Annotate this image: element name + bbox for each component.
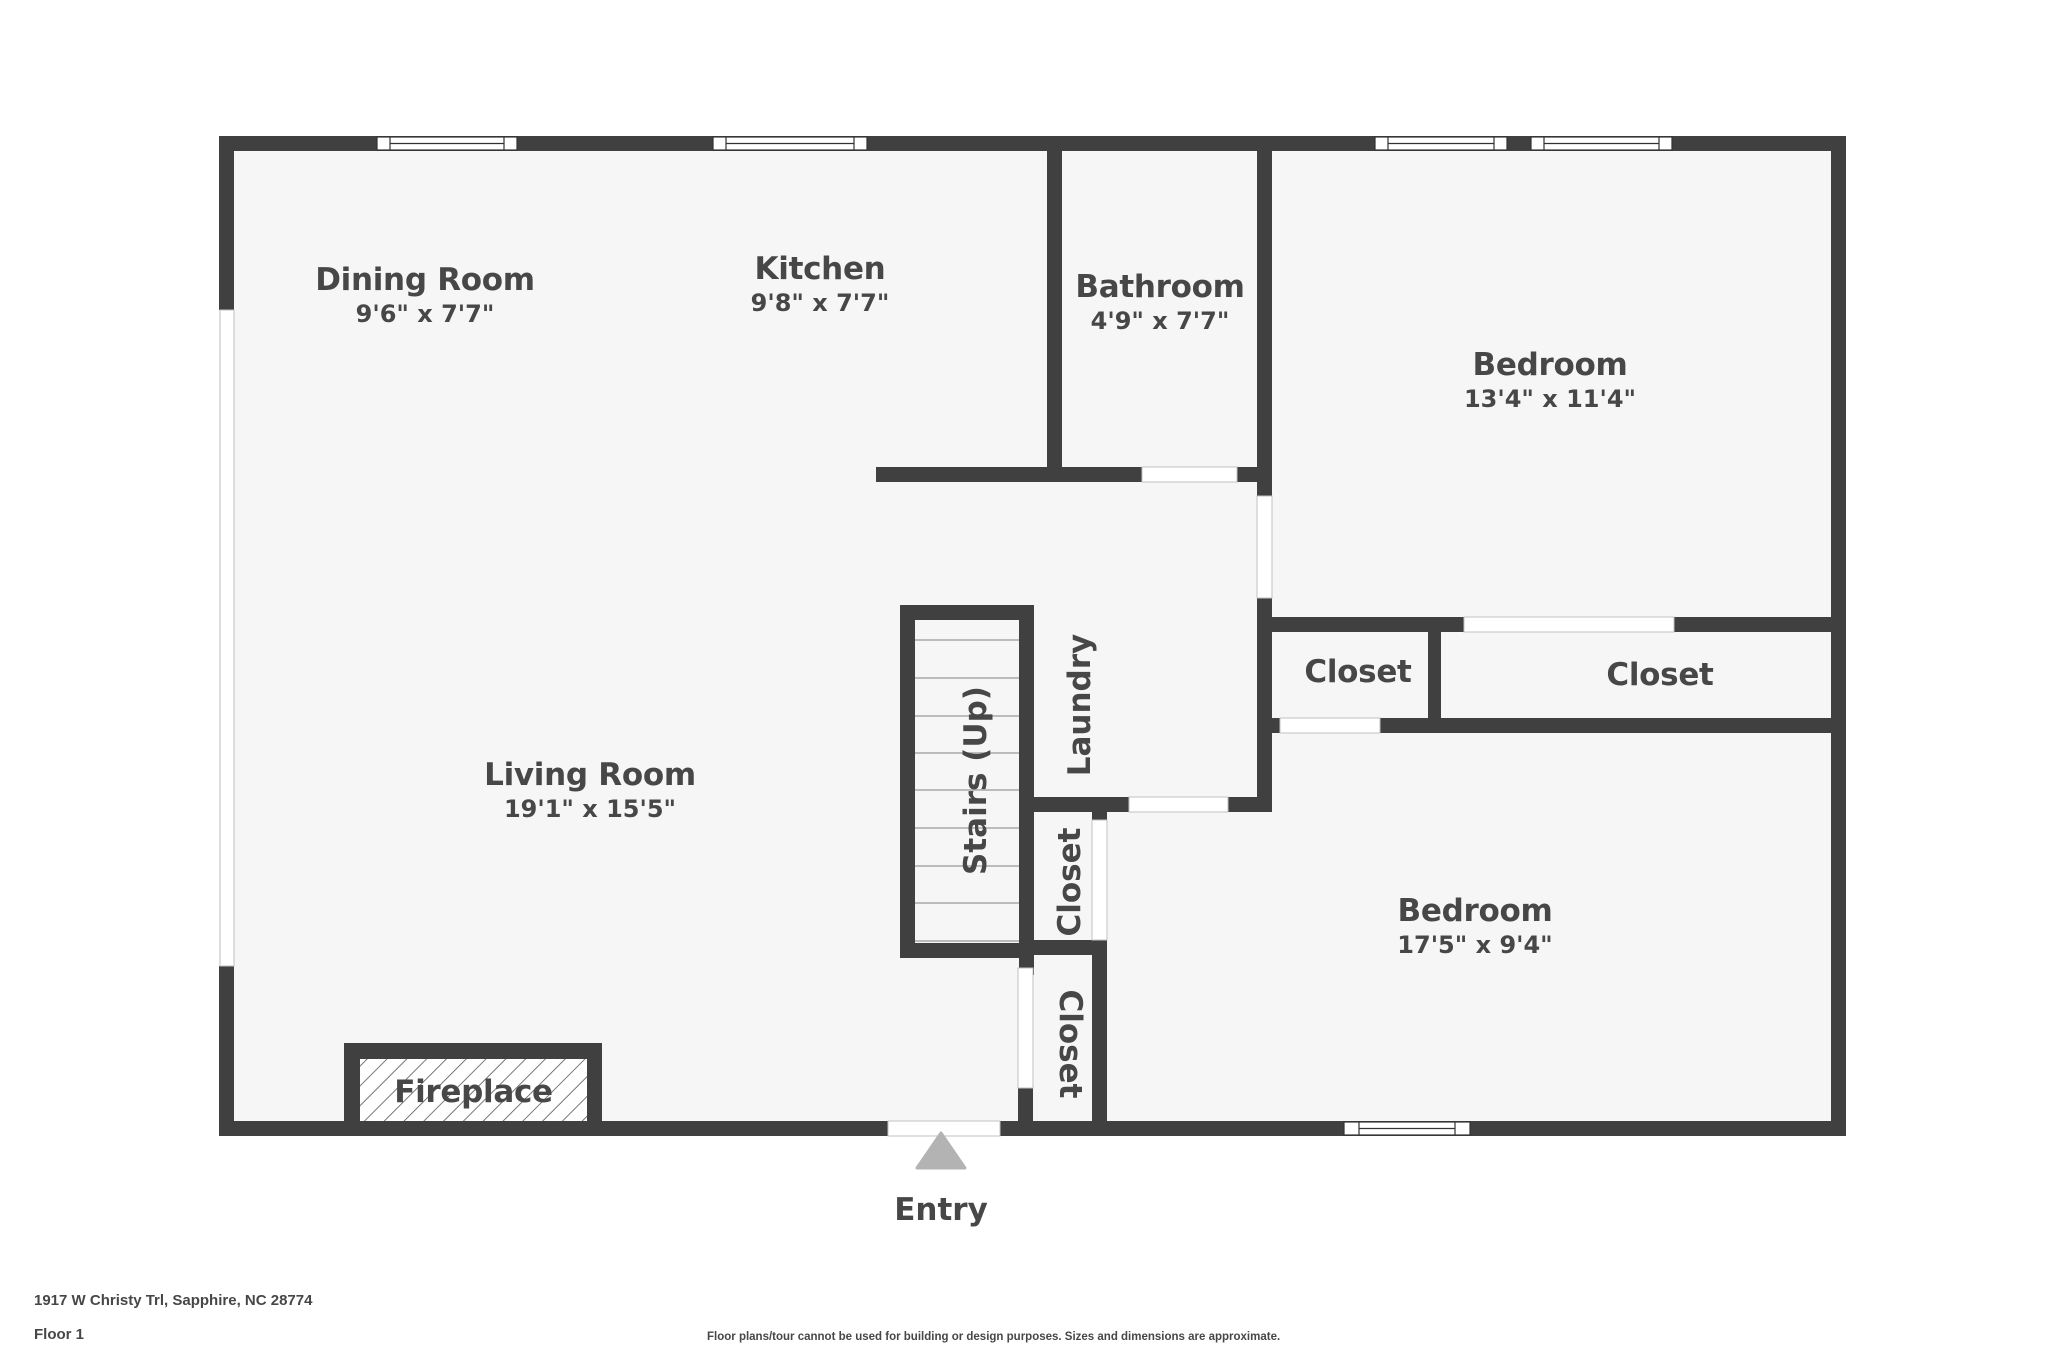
room-label-kitchen: Kitchen 9'8" x 7'7" — [720, 251, 920, 317]
property-address: 1917 W Christy Trl, Sapphire, NC 28774 — [34, 1292, 313, 1309]
wall-bathroom-bedroom — [1257, 151, 1272, 496]
wall-closet-right-upper — [1092, 940, 1107, 1121]
floor-label: Floor 1 — [34, 1326, 85, 1343]
wall-between-closets — [1033, 940, 1107, 955]
room-label-bedroom1: Bedroom 13'4" x 11'4" — [1430, 347, 1670, 413]
room-label-laundry: Laundry — [1062, 633, 1098, 777]
wall-bedroom1-closets-left — [1272, 617, 1464, 632]
wall-laundry-right-lower — [1257, 598, 1272, 812]
door-closet-lower — [1017, 967, 1034, 1089]
room-label-closet-a: Closet — [1304, 654, 1412, 690]
room-name: Living Room — [484, 757, 696, 793]
disclaimer: Floor plans/tour cannot be used for buil… — [707, 1331, 1281, 1343]
room-label-closet-b: Closet — [1606, 657, 1714, 693]
room-name: Bedroom — [1472, 347, 1628, 383]
wall-closet-divider — [1428, 632, 1441, 733]
room-name: Bedroom — [1397, 893, 1553, 929]
stairs-wall-top — [900, 605, 1034, 620]
room-label-closet-c: Closet — [1052, 827, 1088, 937]
stairs-wall-right — [1019, 605, 1034, 975]
room-label-bathroom: Bathroom 4'9" x 7'7" — [1067, 269, 1253, 335]
stairs-treads — [900, 620, 1020, 958]
door-bathroom — [1141, 466, 1238, 483]
window-bedroom1-right — [1530, 136, 1673, 151]
door-bedroom1 — [1256, 495, 1273, 599]
entry-label: Entry — [894, 1192, 988, 1228]
exterior-wall-left-lower — [219, 966, 234, 1136]
windows — [376, 136, 1673, 1136]
window-bedroom2 — [1343, 1121, 1471, 1136]
room-label-dining: Dining Room 9'6" x 7'7" — [305, 262, 545, 328]
room-dimensions: 9'8" x 7'7" — [750, 289, 890, 317]
wall-kitchen-bathroom — [1047, 151, 1062, 482]
window-dining — [376, 136, 518, 151]
exterior-wall-left-upper — [219, 136, 234, 310]
door-entry — [887, 1120, 1001, 1137]
door-closet-left — [1279, 717, 1381, 734]
fireplace-hatch — [360, 1059, 587, 1121]
wall-under-kitchen — [876, 467, 1142, 482]
wall-under-bathroom-right — [1237, 467, 1272, 482]
room-dimensions: 19'1" x 15'5" — [503, 795, 677, 823]
wall-closet-left-lower — [1018, 1088, 1033, 1121]
window-kitchen — [712, 136, 868, 151]
room-dimensions: 17'5" x 9'4" — [1397, 931, 1553, 959]
room-label-fireplace: Fireplace — [394, 1074, 553, 1110]
room-dimensions: 4'9" x 7'7" — [1090, 307, 1230, 335]
room-dimensions: 13'4" x 11'4" — [1463, 385, 1637, 413]
room-label-bedroom2: Bedroom 17'5" x 9'4" — [1375, 893, 1575, 959]
door-openings — [219, 309, 1675, 1137]
stairs-wall-left — [900, 605, 915, 958]
door-closet-upper — [1091, 819, 1108, 941]
room-label-living: Living Room 19'1" x 15'5" — [465, 757, 715, 823]
wall-laundry-bottom-left — [1033, 797, 1129, 812]
window-bedroom1-left — [1374, 136, 1508, 151]
room-name: Kitchen — [754, 251, 886, 287]
wall-bedroom1-closets-right — [1674, 617, 1846, 632]
wall-closets-bedroom2-right — [1380, 718, 1846, 733]
exterior-wall-right — [1831, 136, 1846, 1136]
door-closet-right — [1463, 616, 1675, 633]
door-bedroom2 — [1128, 796, 1229, 813]
room-label-closet-d: Closet — [1052, 989, 1088, 1099]
wall-laundry-bottom-right — [1228, 797, 1272, 812]
room-dimensions: 9'6" x 7'7" — [355, 300, 495, 328]
entry-arrow-icon — [915, 1131, 967, 1170]
room-name: Bathroom — [1075, 269, 1245, 305]
room-label-stairs: Stairs (Up) — [958, 686, 994, 875]
left-wall-opening — [219, 309, 235, 967]
wall-closet-right-top — [1092, 812, 1107, 820]
wall-closets-bedroom2-left — [1257, 718, 1280, 733]
room-name: Dining Room — [315, 262, 535, 298]
